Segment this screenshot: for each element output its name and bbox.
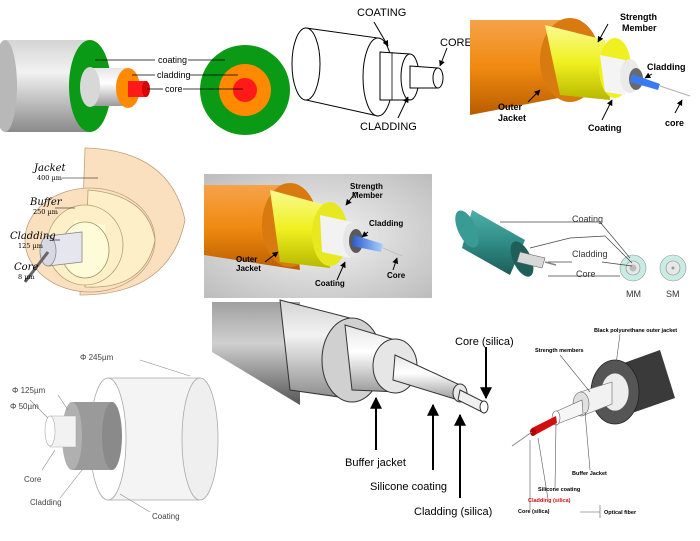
- label-outer-line1: Outer: [236, 255, 257, 264]
- label-strength-line1: Strength: [620, 12, 657, 22]
- jacket-end: [0, 40, 17, 132]
- label-coating: Coating: [315, 279, 345, 288]
- label-outer-line2: Jacket: [498, 113, 526, 123]
- label-outer-line2: Jacket: [236, 264, 261, 273]
- label-cladding-dim: 125 µm: [18, 242, 43, 250]
- panel-mm-sm-comparison: Coating Cladding Core MM SM: [455, 210, 687, 299]
- label-outer-line1: Outer: [498, 102, 523, 112]
- label-core: Core (silica): [455, 336, 514, 348]
- label-outer-jacket: Black polyurethane outer jacket: [594, 328, 677, 334]
- label-jacket-dim: 400 µm: [37, 174, 62, 182]
- label-cladding: Cladding: [572, 249, 608, 259]
- label-buffer-jacket: Buffer Jacket: [572, 471, 607, 477]
- panel-fiber-diameter: Φ 245µm Φ 125µm Φ 50µm Core Cladding Coa…: [10, 353, 219, 521]
- label-cladding: Cladding: [10, 231, 56, 242]
- label-strength-members: Strength members: [535, 348, 584, 354]
- label-strength-line2: Member: [352, 191, 383, 200]
- label-strength-line1: Strength: [350, 182, 383, 191]
- label-sm: SM: [666, 289, 680, 299]
- label-cladding: Cladding (silica): [414, 506, 492, 518]
- label-core: Core: [24, 475, 42, 484]
- label-core-dim: 8 µm: [18, 273, 35, 281]
- core-body: [128, 81, 146, 97]
- label-coating: Coating: [588, 123, 622, 133]
- label-jacket: Jacket: [32, 163, 67, 174]
- panel-fiber-dimensions: Jacket 400 µm Buffer 250 µm Cladding 125…: [10, 147, 186, 296]
- label-core: CORE: [440, 37, 472, 49]
- label-d245: Φ 245µm: [80, 353, 114, 362]
- label-core: core: [665, 118, 684, 128]
- label-mm: MM: [626, 289, 641, 299]
- label-buffer-jacket: Buffer jacket: [345, 457, 406, 469]
- cross-section-core: [233, 78, 257, 102]
- label-buffer: Buffer: [29, 197, 63, 208]
- panel-cable-3d-top: Strength Member Cladding Outer Jacket Co…: [470, 12, 691, 133]
- label-strength-line2: Member: [622, 23, 657, 33]
- panel-fiber-layers-color: coating cladding core: [0, 40, 290, 135]
- label-coating: COATING: [357, 7, 406, 19]
- label-core: Core (silica): [518, 509, 550, 515]
- label-core: Core: [14, 262, 38, 273]
- label-silicone-coating: Silicone coating: [538, 487, 580, 493]
- label-coating: Coating: [152, 512, 180, 521]
- label-core: Core: [387, 271, 406, 280]
- label-core: core: [165, 84, 183, 94]
- panel-silica-fiber: Core (silica) Buffer jacket Silicone coa…: [212, 299, 514, 518]
- label-coating: Coating: [572, 214, 603, 224]
- label-buffer-dim: 250 µm: [33, 208, 58, 216]
- label-cladding: Cladding (silica): [528, 498, 571, 504]
- label-optical-fiber: Optical fiber: [604, 510, 637, 516]
- label-cladding: Cladding: [647, 62, 686, 72]
- label-silicone-coating: Silicone coating: [370, 481, 447, 493]
- label-cladding: Cladding: [30, 498, 62, 507]
- label-cladding: CLADDING: [360, 121, 417, 133]
- panel-cable-3d-photo: Strength Member Cladding Outer Jacket Co…: [204, 174, 432, 298]
- label-cladding: Cladding: [369, 219, 403, 228]
- label-d125: Φ 125µm: [12, 386, 46, 395]
- label-core: Core: [576, 269, 596, 279]
- panel-polyurethane-cable: Black polyurethane outer jacket Strength…: [511, 328, 677, 518]
- label-cladding: cladding: [157, 70, 191, 80]
- panel-fiber-outline: COATING CORE CLADDING: [291, 7, 472, 133]
- label-coating: coating: [158, 55, 187, 65]
- label-d50: Φ 50µm: [10, 402, 39, 411]
